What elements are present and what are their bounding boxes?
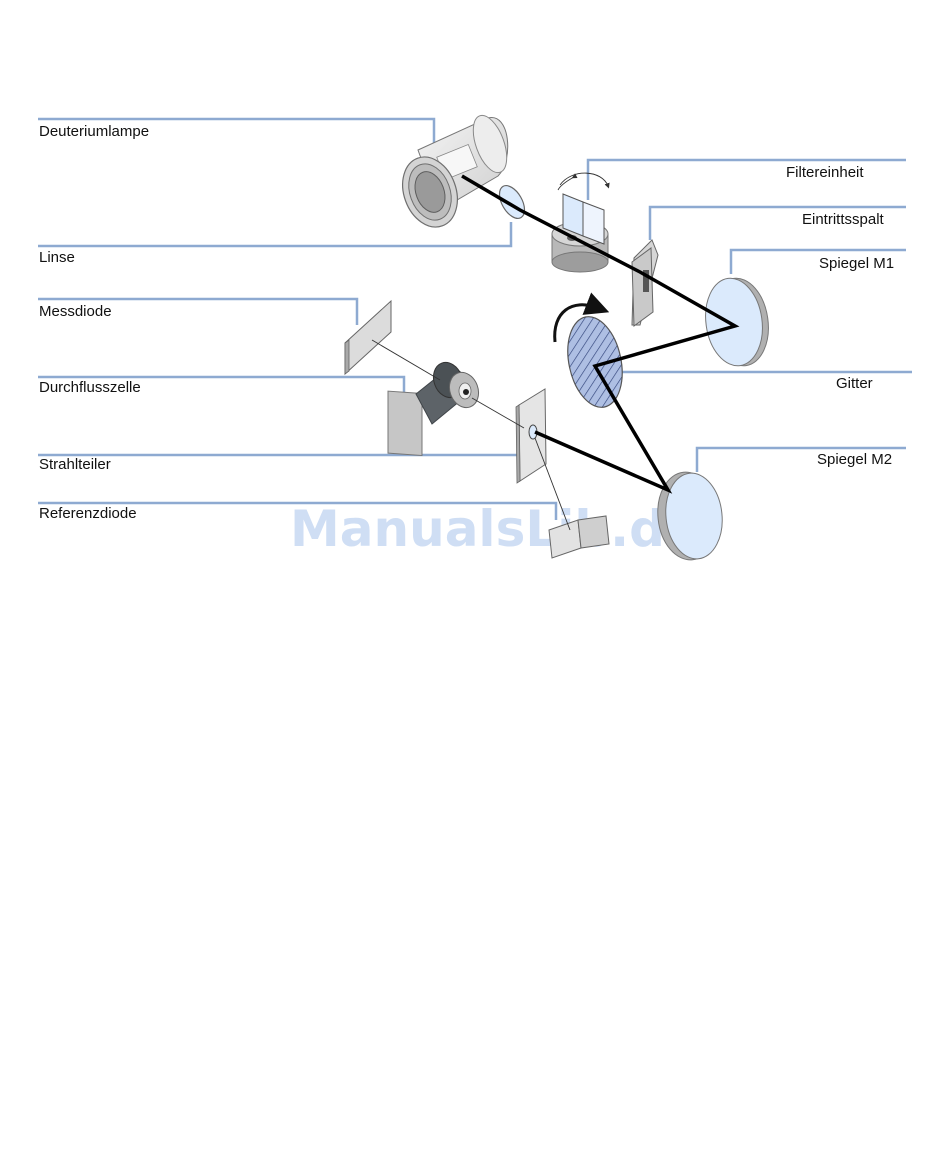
label-mirror-m2: Spiegel M2 xyxy=(817,451,892,468)
flow-cell xyxy=(388,358,483,455)
entrance-slit xyxy=(632,240,658,326)
deuterium-lamp xyxy=(393,111,513,235)
label-beam-splitter: Strahlteiler xyxy=(39,456,111,473)
filter-unit xyxy=(552,173,608,272)
measuring-diode xyxy=(345,301,391,374)
label-mirror-m1: Spiegel M1 xyxy=(819,255,894,272)
lens xyxy=(494,181,529,222)
label-flow-cell: Durchflusszelle xyxy=(39,379,141,396)
mirror-m1 xyxy=(700,275,774,370)
label-reference-diode: Referenzdiode xyxy=(39,505,137,522)
label-deuterium-lamp: Deuteriumlampe xyxy=(39,123,149,140)
label-measuring-diode: Messdiode xyxy=(39,303,112,320)
label-grating: Gitter xyxy=(836,375,873,392)
label-lens: Linse xyxy=(39,249,75,266)
label-entrance-slit: Eintrittsspalt xyxy=(802,211,885,228)
watermark: ManualsLib.de xyxy=(290,500,699,558)
label-filter-unit: Filtereinheit xyxy=(786,164,864,181)
